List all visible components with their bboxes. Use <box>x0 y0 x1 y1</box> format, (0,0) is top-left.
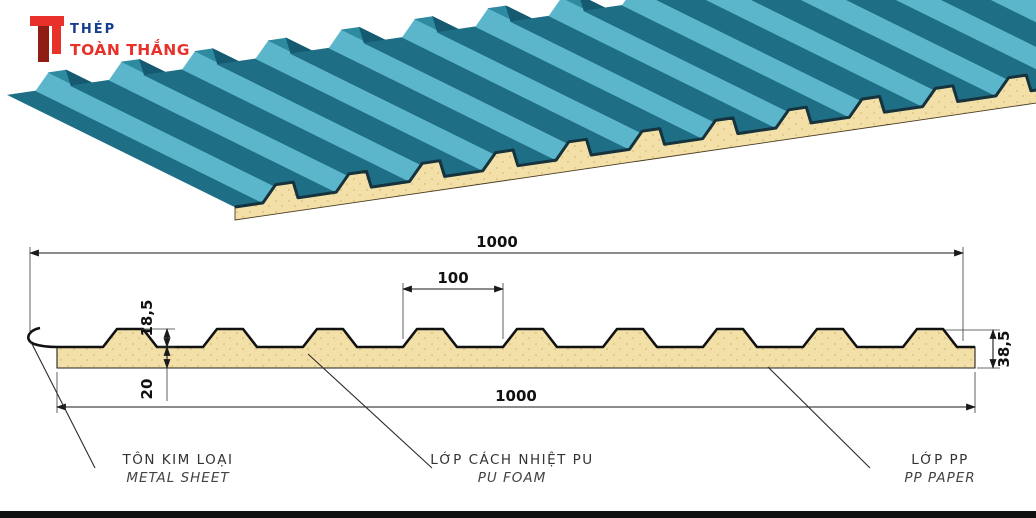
logo-text-thep: THÉP <box>70 21 116 37</box>
panel-rib-face <box>895 0 1036 70</box>
dim-total-thickness: 38,5 <box>945 329 1013 369</box>
leader-line-metal <box>29 339 96 469</box>
dim-rib-pitch: 100 <box>402 269 504 339</box>
label-foam-vi: LỚP CÁCH NHIỆT PU <box>430 450 593 468</box>
logo-text-toan-thang: TOÀN THẮNG <box>70 38 190 59</box>
leader-line-foam <box>307 353 433 469</box>
label-metal-en: METAL SHEET <box>126 470 230 486</box>
panel-rib-face <box>846 0 1036 92</box>
metal-sheet-profile-line <box>27 326 975 349</box>
label-metal-vi: TÔN KIM LOẠI <box>122 450 234 468</box>
panel-rib-face <box>990 0 1036 23</box>
panel-ribs <box>7 0 1036 208</box>
dim-rib-pitch-label: 100 <box>437 269 468 287</box>
dim-foam-thickness-label: 20 <box>138 379 156 400</box>
bottom-edge-bar <box>0 511 1036 518</box>
cross-section-drawing: 1000 100 18,5 20 38,5 <box>27 233 1013 413</box>
logo: THÉP TOÀN THẮNG <box>30 16 190 62</box>
dim-foam-thickness: 20 <box>138 346 171 401</box>
panel-metal-cap <box>234 73 1036 209</box>
leader-line-pp <box>767 366 871 469</box>
label-pp-en: PP PAPER <box>904 470 975 486</box>
panel-rib-face <box>941 0 1036 47</box>
logo-icon-accent <box>52 26 61 54</box>
callouts: TÔN KIM LOẠI METAL SHEET LỚP CÁCH NHIỆT … <box>29 339 975 486</box>
foam-cross-section <box>56 328 976 369</box>
panel-3d-illustration <box>7 0 1036 221</box>
dim-top-width-label: 1000 <box>476 233 518 251</box>
logo-icon-top-bar <box>30 16 64 26</box>
dim-top-width: 1000 <box>29 233 964 341</box>
dim-total-thickness-label: 38,5 <box>995 330 1013 367</box>
logo-icon-stem <box>38 26 49 62</box>
logo-icon <box>30 16 64 62</box>
dim-bottom-width-label: 1000 <box>495 387 537 405</box>
label-foam-en: PU FOAM <box>478 470 547 486</box>
dim-rib-height-label: 18,5 <box>138 299 156 336</box>
panel-rib-face <box>954 0 1036 41</box>
dim-bottom-width: 1000 <box>56 372 976 413</box>
panel-rib-face <box>859 0 1036 88</box>
label-pp-vi: LỚP PP <box>911 450 969 468</box>
